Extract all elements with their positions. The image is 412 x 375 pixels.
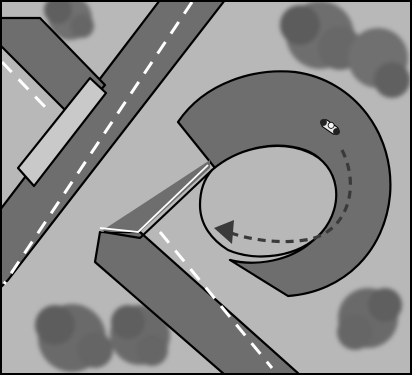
lane-markings	[0, 1, 274, 369]
pedestrian-overpass-bridge	[16, 76, 108, 188]
upper-left-road-center-line	[0, 60, 50, 112]
tree-bottom-right	[337, 288, 402, 350]
main-road-center-line	[2, 1, 194, 285]
lower-road-center-line	[158, 231, 274, 369]
tree-top-right	[280, 1, 410, 98]
loop-merge-edge	[103, 169, 213, 240]
loop-merge-lane	[100, 160, 210, 232]
motorcycle-icon	[319, 118, 341, 136]
tree-bottom-left	[35, 304, 113, 372]
tree-bottom-center	[110, 305, 170, 366]
tree-top-left	[44, 0, 94, 40]
loop-merge-edge-2	[99, 164, 209, 233]
travel-direction-arrow	[214, 149, 352, 244]
loop-island	[198, 144, 338, 258]
trees	[35, 0, 410, 372]
